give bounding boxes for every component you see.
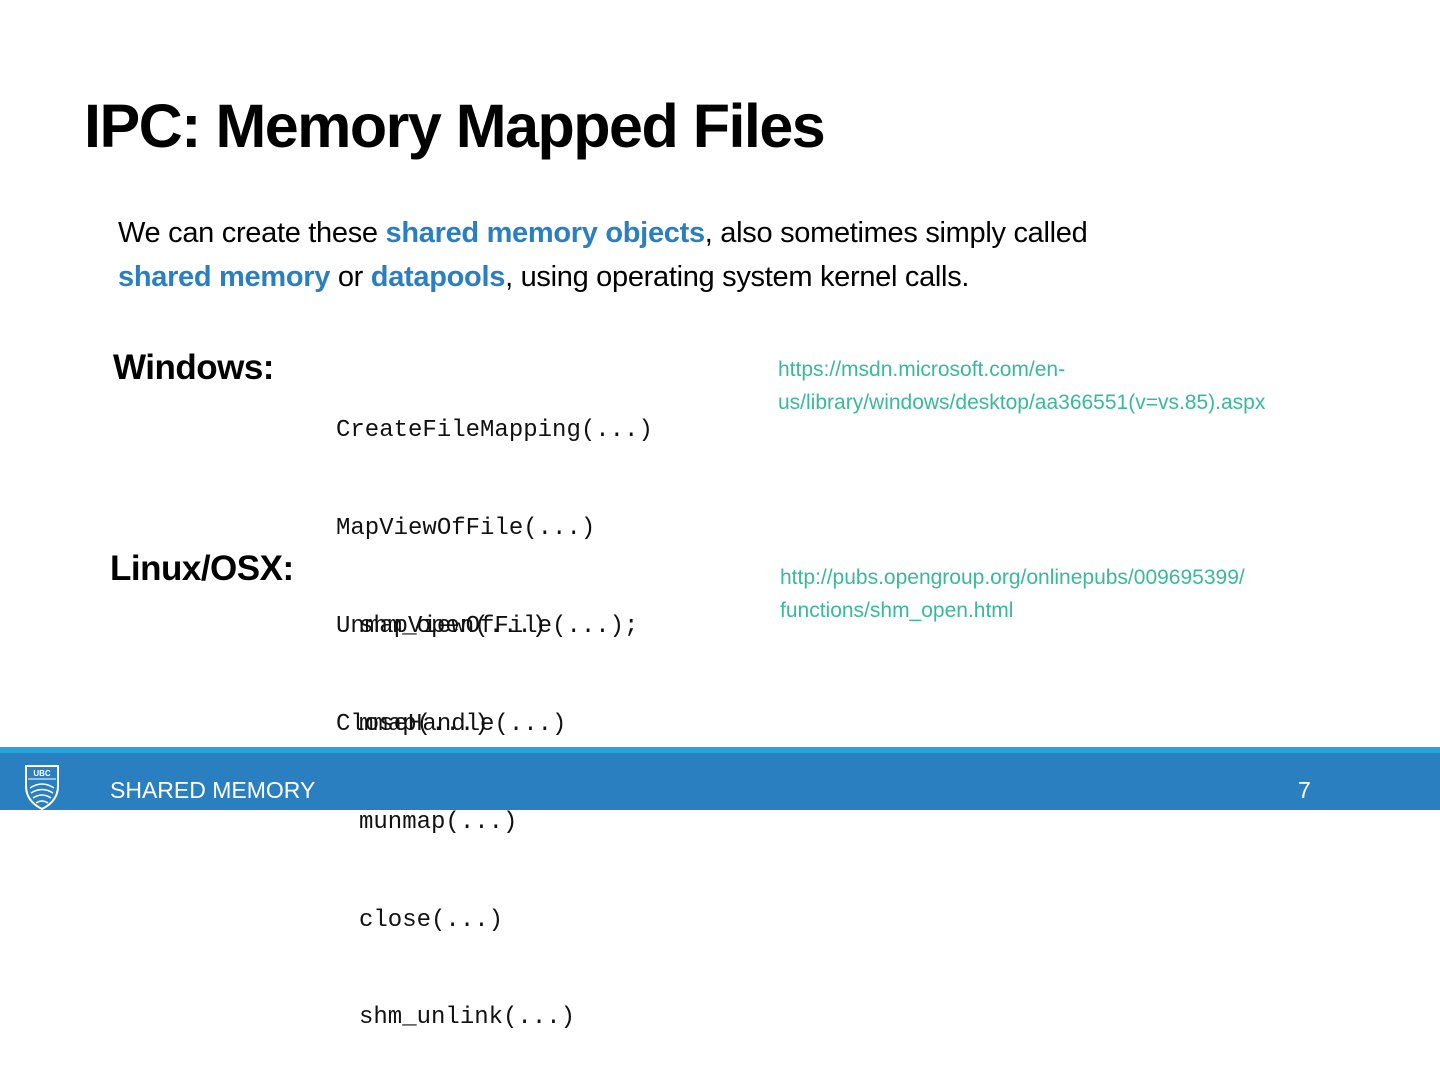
link-line[interactable]: https://msdn.microsoft.com/en-: [778, 358, 1066, 381]
linux-label: Linux/OSX:: [110, 549, 294, 588]
footer-section-label: SHARED MEMORY: [110, 777, 316, 803]
windows-reference-link[interactable]: https://msdn.microsoft.com/en- us/librar…: [778, 353, 1398, 419]
link-line[interactable]: functions/shm_open.html: [780, 599, 1014, 622]
linux-reference-link[interactable]: http://pubs.opengroup.org/onlinepubs/009…: [780, 561, 1400, 627]
code-line: CreateFileMapping(...): [336, 417, 653, 445]
intro-text-2: , also sometimes simply called: [704, 217, 1088, 249]
code-line: munmap(...): [359, 808, 518, 836]
footer-bar: UBC SHARED MEMORY 7: [0, 747, 1440, 810]
ubc-crest-icon: UBC: [25, 765, 59, 810]
link-line[interactable]: http://pubs.opengroup.org/onlinepubs/009…: [780, 566, 1245, 589]
windows-code-block: CreateFileMapping(...) MapViewOfFile(...…: [336, 350, 653, 774]
intro-text-3: or: [330, 261, 371, 293]
code-line: shm_open(...): [359, 613, 547, 641]
windows-label: Windows:: [113, 348, 274, 387]
code-line: close(...): [359, 906, 504, 934]
code-line: shm_unlink(...): [359, 1004, 576, 1032]
term-shared-memory: shared memory: [118, 261, 331, 293]
link-line[interactable]: us/library/windows/desktop/aa366551(v=vs…: [778, 391, 1266, 414]
intro-text-4: , using operating system kernel calls.: [505, 261, 970, 293]
term-shared-memory-objects: shared memory objects: [385, 217, 706, 249]
code-line: mmap(...): [359, 710, 489, 738]
code-line: MapViewOfFile(...): [336, 514, 596, 542]
page-number: 7: [1298, 777, 1311, 803]
intro-text-1: We can create these: [118, 217, 386, 249]
logo-text: UBC: [33, 769, 51, 778]
code-line: UnmapViewOfFile(...);: [336, 612, 639, 640]
slide-title: IPC: Memory Mapped Files: [84, 92, 826, 160]
intro-paragraph: We can create these shared memory object…: [118, 211, 1298, 299]
code-line: CloseHandle(...): [336, 710, 567, 738]
term-datapools: datapools: [370, 261, 506, 293]
